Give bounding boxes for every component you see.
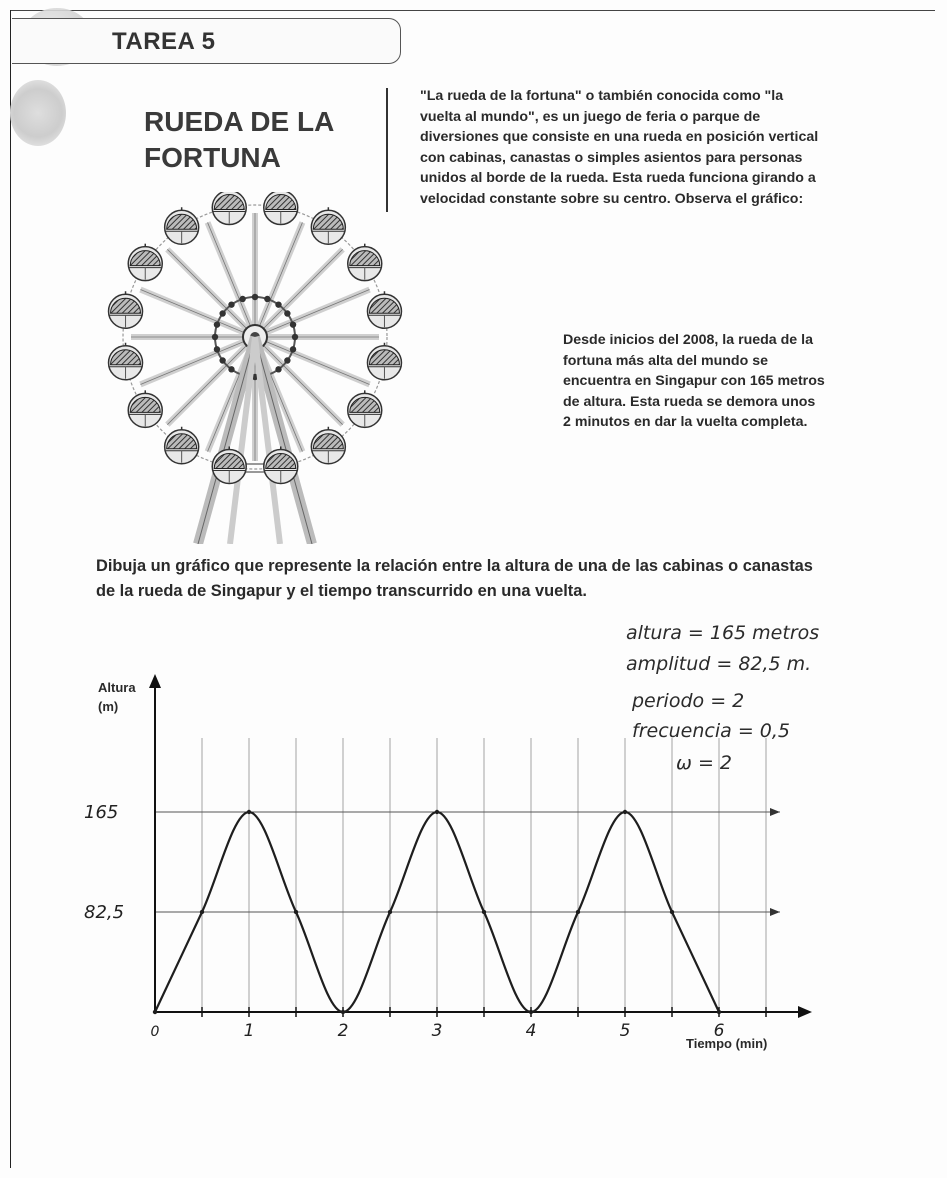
cabin: [107, 342, 144, 381]
page-border-top: [10, 10, 935, 11]
note-altura: altura = 165 metros: [626, 622, 820, 644]
note-amplitud: amplitud = 82,5 m.: [626, 653, 812, 675]
x-tick-label-6: 6: [714, 1021, 725, 1041]
x-tick-label-4: 4: [526, 1021, 537, 1041]
fact-paragraph: Desde inicios del 2008, la rueda de la f…: [563, 332, 825, 431]
y-axis-title: Altura (m): [98, 680, 136, 714]
cabin: [310, 426, 347, 465]
data-point: [528, 1009, 534, 1015]
data-point: [199, 909, 205, 915]
x-tick-label-0: 0: [151, 1024, 160, 1040]
grid-arrowhead: [770, 808, 780, 816]
data-point: [575, 909, 581, 915]
data-point: [622, 809, 628, 815]
data-point: [669, 909, 675, 915]
x-tick-label-5: 5: [620, 1021, 631, 1041]
data-point: [434, 809, 440, 815]
x-axis-arrowhead: [798, 1006, 812, 1018]
task-header-bar: [12, 18, 401, 64]
data-point: [716, 1009, 722, 1015]
cabin: [163, 207, 200, 245]
cabin: [127, 390, 163, 429]
page-title-line2: FORTUNA: [144, 142, 281, 173]
chart-series: [152, 809, 722, 1015]
title-divider: [386, 88, 388, 212]
grid-arrowhead: [770, 908, 780, 916]
y-tick-label-165: 165: [84, 802, 118, 823]
data-point: [246, 809, 252, 815]
y-tick-label-82-5: 82,5: [84, 902, 124, 923]
y-axis-title-line1: Altura: [98, 680, 136, 695]
cabin: [127, 243, 163, 282]
cabin: [366, 342, 403, 381]
cabin: [163, 426, 200, 465]
cabin: [347, 390, 383, 429]
chart-axes: [149, 674, 812, 1018]
data-point: [152, 1009, 158, 1015]
ferris-wheel-illustration: [107, 192, 403, 544]
cabin: [263, 446, 299, 485]
chart-grid: [155, 738, 780, 1012]
cabin: [211, 192, 247, 226]
intro-paragraph: "La rueda de la fortuna" o también conoc…: [420, 88, 819, 207]
x-tick-label-3: 3: [432, 1021, 443, 1041]
note-omega: ω = 2: [676, 752, 732, 774]
cabin: [107, 291, 144, 329]
cabin: [366, 291, 403, 329]
y-axis-title-line2: (m): [98, 699, 119, 714]
x-axis-title: Tiempo (min): [686, 1036, 768, 1051]
title-decoration: [10, 80, 66, 146]
data-point: [293, 909, 299, 915]
task-label: TAREA 5: [112, 28, 216, 55]
cabin: [263, 192, 299, 226]
note-frecuencia: frecuencia = 0,5: [632, 720, 790, 742]
data-point: [387, 909, 393, 915]
x-tick-label-2: 2: [338, 1021, 349, 1041]
data-point: [481, 909, 487, 915]
chart-tick-labels: 0 1 2 3 4 5 6 165 82,5: [84, 802, 725, 1041]
data-point: [340, 1009, 346, 1015]
cabin: [310, 207, 347, 245]
x-tick-label-1: 1: [244, 1021, 255, 1041]
note-periodo: periodo = 2: [632, 690, 745, 712]
page-title-line1: RUEDA DE LA: [144, 106, 335, 137]
page-title: RUEDA DE LA FORTUNA: [144, 104, 374, 176]
y-axis-arrowhead: [149, 674, 161, 688]
instruction-paragraph: Dibuja un gráfico que represente la rela…: [96, 557, 813, 600]
page-border-left: [10, 10, 11, 1168]
cabin: [211, 446, 247, 485]
cabin: [347, 243, 383, 282]
